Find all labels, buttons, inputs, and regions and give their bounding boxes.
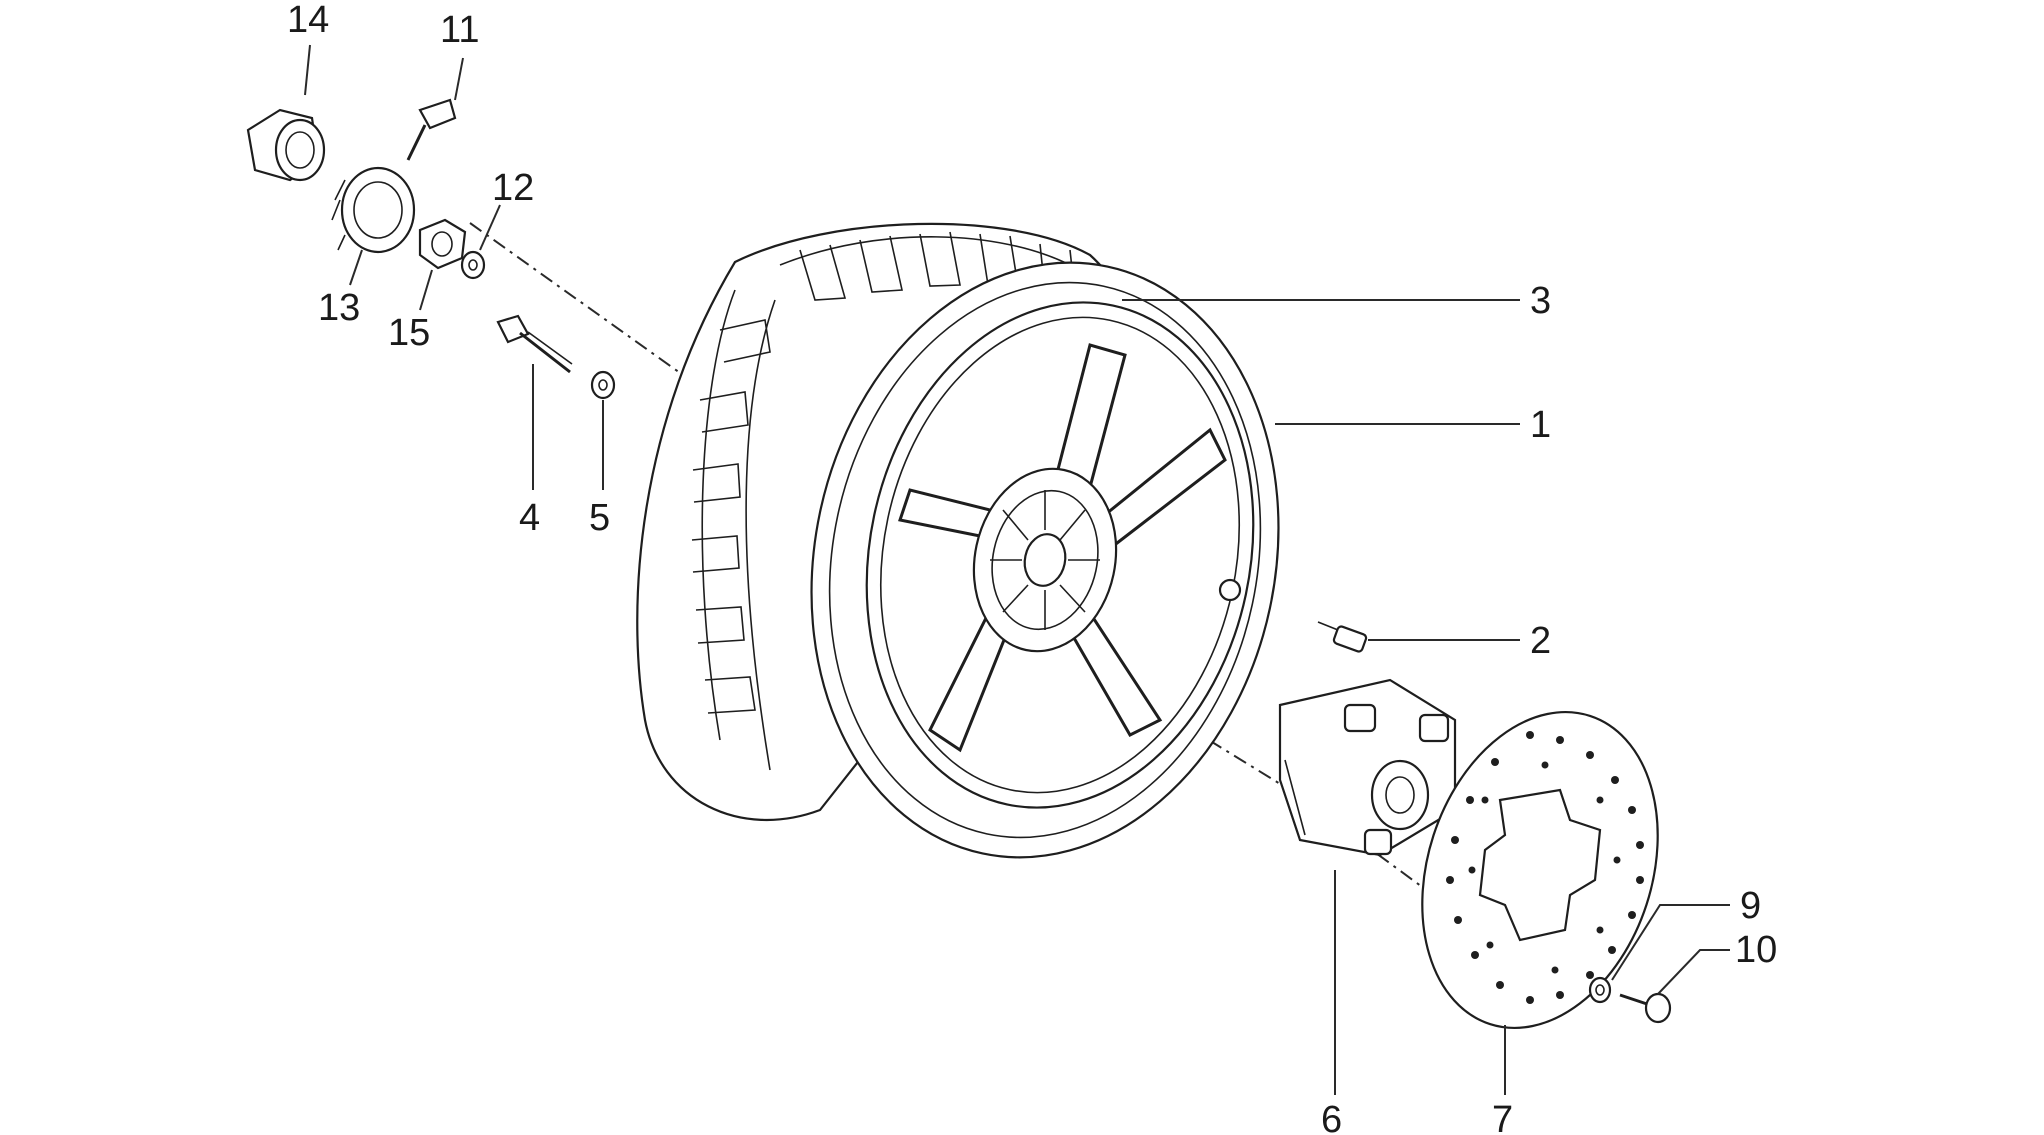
washer-5[interactable]	[590, 370, 616, 400]
disc-carrier[interactable]	[1278, 678, 1457, 857]
brake-disc[interactable]	[1383, 681, 1696, 1058]
callout-11: 11	[440, 9, 479, 51]
axle-bolt-4[interactable]	[496, 314, 573, 374]
hub-ribs	[990, 490, 1100, 630]
callout-5: 5	[589, 497, 610, 539]
callout-2: 2	[1530, 620, 1551, 662]
axle-centerline	[469, 222, 691, 381]
callout-14: 14	[287, 0, 329, 41]
washer-12[interactable]	[460, 250, 486, 280]
callout-9: 9	[1740, 885, 1761, 927]
rim-spokes	[898, 343, 1227, 753]
spacer-14[interactable]	[246, 108, 326, 182]
drive-gear-13[interactable]	[331, 166, 416, 254]
callout-10: 10	[1735, 929, 1777, 971]
callout-12: 12	[492, 167, 534, 209]
callout-15: 15	[388, 312, 430, 354]
callout-4: 4	[519, 497, 540, 539]
disc-drill-holes	[1446, 731, 1644, 1004]
callout-3: 3	[1530, 280, 1551, 322]
wheel-rim[interactable]	[758, 219, 1333, 902]
screw-10[interactable]	[1619, 992, 1672, 1024]
clip-11[interactable]	[406, 98, 457, 161]
callout-13: 13	[318, 287, 360, 329]
bolt-2[interactable]	[1317, 621, 1368, 653]
callout-7: 7	[1492, 1099, 1513, 1135]
washer-9[interactable]	[1588, 976, 1612, 1004]
leader-lines	[304, 44, 1730, 1095]
nut-15[interactable]	[418, 218, 467, 270]
callout-6: 6	[1321, 1099, 1342, 1135]
callout-1: 1	[1530, 404, 1551, 446]
valve-hole	[1218, 578, 1242, 602]
